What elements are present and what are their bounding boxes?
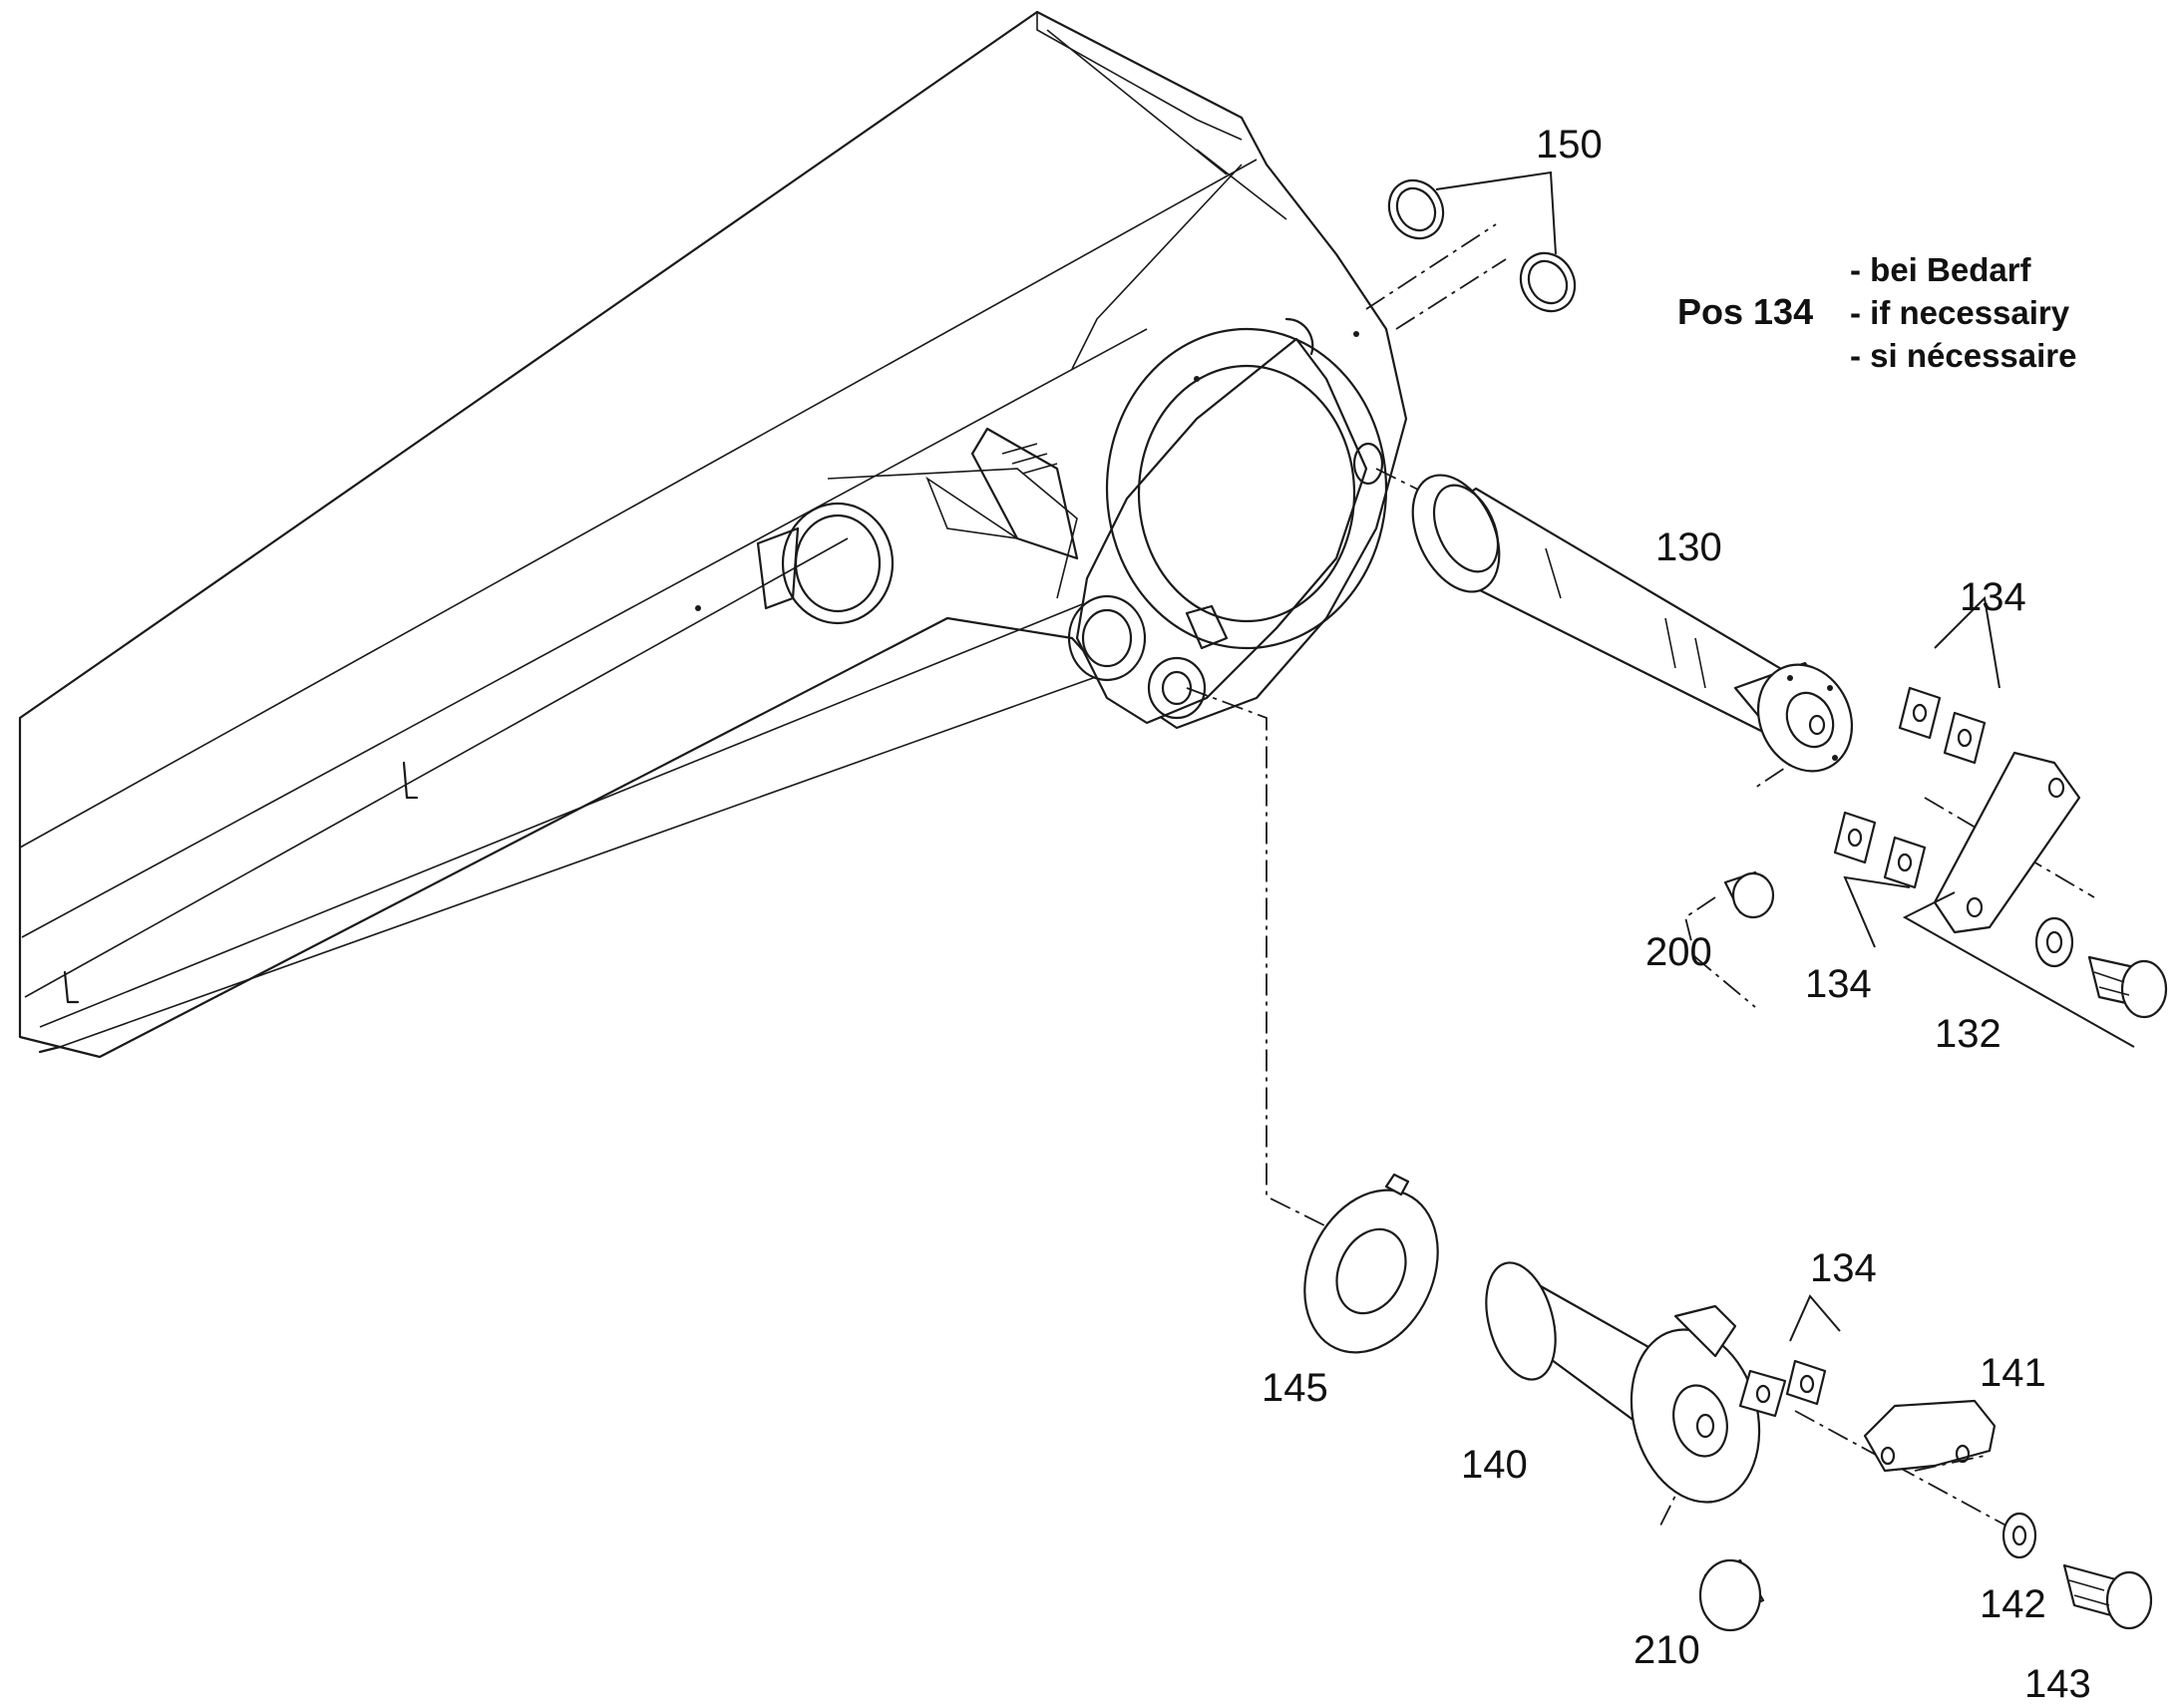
label-150: 150 [1536, 123, 1603, 167]
note-line-en: - if necessairy [1850, 294, 2070, 331]
label-134-upper: 134 [1960, 575, 2026, 619]
label-141: 141 [1980, 1351, 2046, 1395]
part-132-plate [1833, 686, 2168, 1048]
position-note: Pos 134 - bei Bedarf - if necessairy - s… [1677, 251, 2077, 374]
part-141-plate [1738, 1294, 2153, 1630]
boom-arm [18, 10, 1408, 1059]
part-140-pin [1485, 1261, 1761, 1504]
part-145-washer [1303, 1173, 1439, 1354]
note-title: Pos 134 [1677, 291, 1813, 332]
label-134-lower: 134 [1805, 962, 1872, 1006]
leader-lines [1843, 595, 2000, 948]
note-line-de: - bei Bedarf [1850, 251, 2032, 288]
label-134-bottom: 134 [1810, 1246, 1877, 1290]
part-210-cap [1698, 1558, 1765, 1632]
label-143: 143 [2024, 1662, 2091, 1706]
label-132: 132 [1935, 1012, 2001, 1056]
label-200: 200 [1645, 930, 1712, 974]
part-200-cap [1723, 870, 1775, 919]
label-140: 140 [1461, 1443, 1528, 1487]
part-130-pin [1411, 474, 1854, 773]
label-210: 210 [1634, 1628, 1700, 1672]
note-line-fr: - si nécessaire [1850, 337, 2077, 374]
label-142: 142 [1980, 1582, 2046, 1626]
part-150-rings [1387, 171, 1577, 313]
label-145: 145 [1262, 1366, 1328, 1410]
label-130: 130 [1655, 525, 1722, 569]
